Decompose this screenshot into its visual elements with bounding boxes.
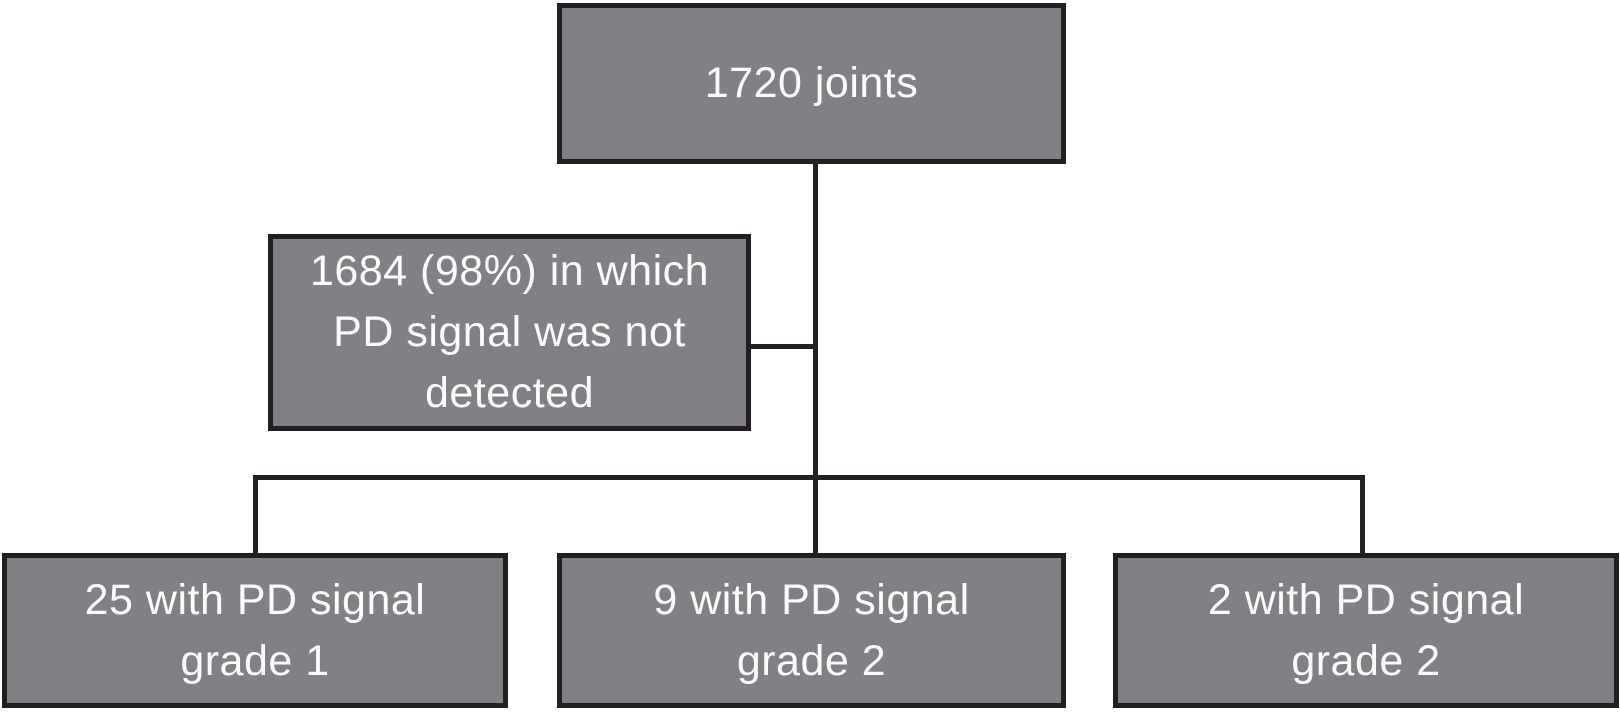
node-pd-grade-2-b-line1: 2 with PD signal xyxy=(1207,575,1525,624)
connector-left-stub xyxy=(750,344,813,349)
connector-branch-rail xyxy=(253,475,1365,480)
connector-drop-right xyxy=(1360,475,1365,555)
node-pd-grade-2-b-line2: grade 2 xyxy=(1291,636,1441,685)
node-no-pd-signal-line2: PD signal was not xyxy=(333,308,686,356)
node-total-joints: 1720 joints xyxy=(557,3,1066,164)
node-pd-grade-2-b: 2 with PD signal grade 2 xyxy=(1113,553,1619,708)
node-pd-grade-1-line1: 25 with PD signal xyxy=(84,575,426,624)
node-pd-grade-2: 9 with PD signal grade 2 xyxy=(557,553,1066,708)
node-pd-grade-2-line2: grade 2 xyxy=(736,636,887,685)
node-pd-grade-1: 25 with PD signal grade 1 xyxy=(2,553,508,708)
node-pd-grade-2-line1: 9 with PD signal xyxy=(653,575,970,624)
connector-drop-left xyxy=(253,475,258,555)
node-no-pd-signal-line3: detected xyxy=(425,369,594,417)
node-pd-grade-1-line2: grade 1 xyxy=(180,636,330,685)
node-no-pd-signal-line1: 1684 (98%) in which xyxy=(309,247,710,295)
node-total-joints-label: 1720 joints xyxy=(704,59,919,107)
connector-main-vertical xyxy=(813,162,818,555)
node-no-pd-signal: 1684 (98%) in which PD signal was not de… xyxy=(268,234,751,431)
